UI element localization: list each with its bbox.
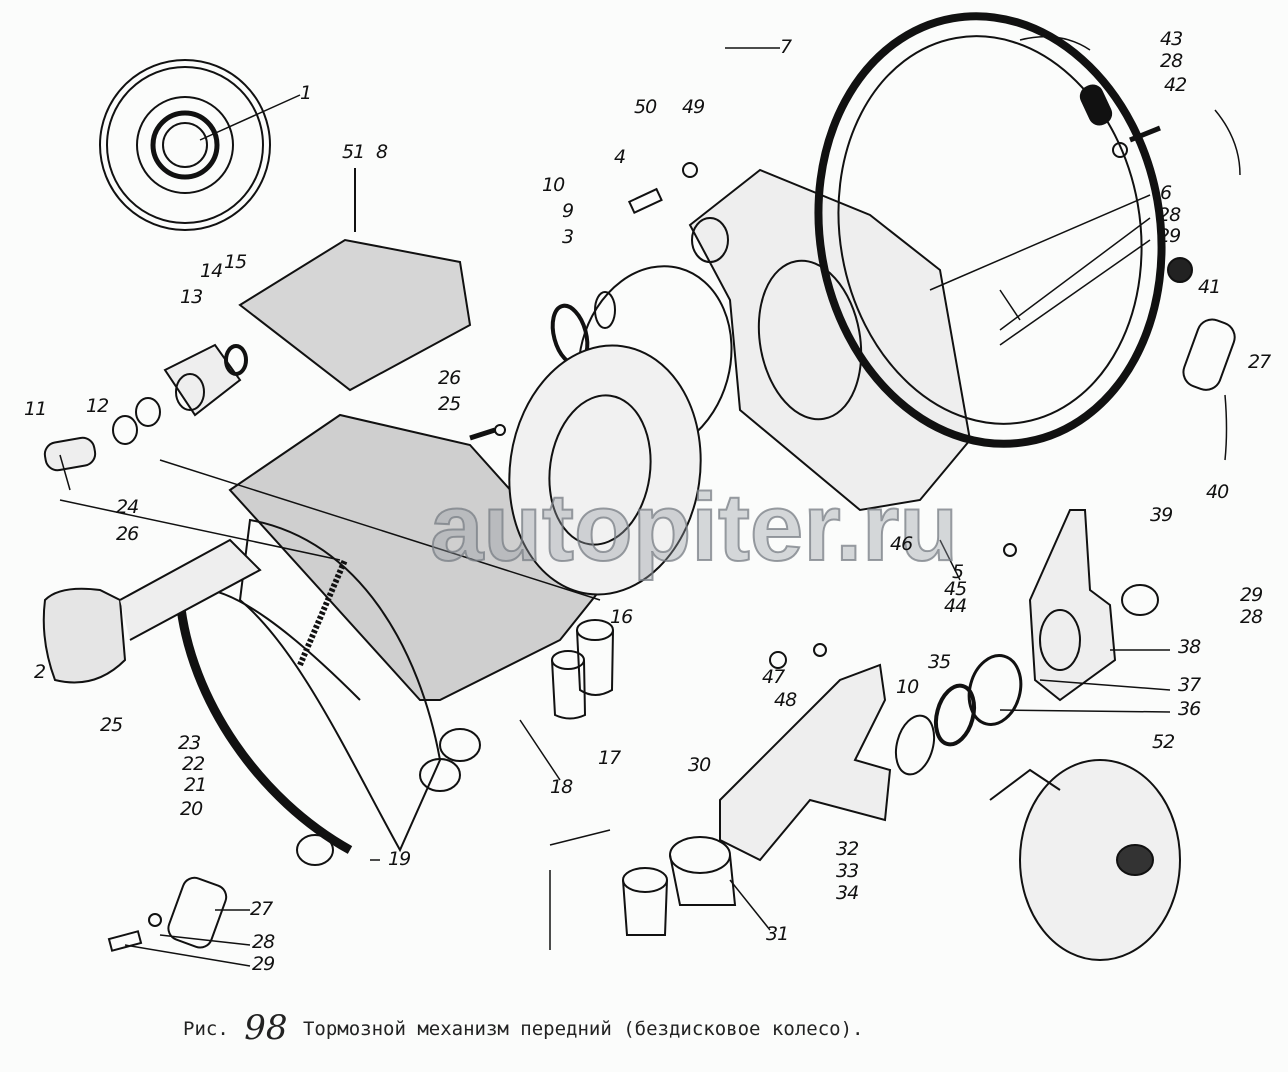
camshaft-part-2 — [42, 587, 127, 684]
callout-2: 2 — [34, 661, 46, 683]
callout-30: 30 — [688, 754, 711, 776]
callout-26: 26 — [438, 367, 461, 389]
callout-1: 1 — [300, 82, 312, 104]
callout-14: 14 — [200, 260, 223, 282]
callout-17: 17 — [598, 747, 621, 769]
callout-39: 39 — [1150, 504, 1173, 526]
callout-50: 50 — [634, 96, 657, 118]
callout-29: 29 — [252, 953, 275, 975]
callout-12: 12 — [86, 395, 109, 417]
callout-37: 37 — [1178, 674, 1201, 696]
callout-21: 21 — [184, 774, 207, 796]
callout-16: 16 — [610, 606, 633, 628]
callout-29: 29 — [1240, 584, 1263, 606]
callout-10: 10 — [896, 676, 919, 698]
figure-number: 98 — [244, 1008, 288, 1048]
callout-7: 7 — [780, 36, 792, 58]
callout-28: 28 — [1158, 204, 1181, 226]
callout-4: 4 — [614, 146, 626, 168]
callout-19: 19 — [388, 848, 411, 870]
callout-43: 43 — [1160, 28, 1183, 50]
brake-assembly-part-1 — [99, 59, 271, 231]
callout-11: 11 — [24, 398, 47, 420]
callout-49: 49 — [682, 96, 705, 118]
callout-33: 33 — [836, 860, 859, 882]
slack-adjuster-part-38 — [1028, 509, 1117, 702]
callout-24: 24 — [116, 496, 139, 518]
callout-6: 6 — [1160, 182, 1172, 204]
callout-51: 51 — [342, 141, 365, 163]
callout-25: 25 — [100, 714, 123, 736]
callout-41: 41 — [1198, 276, 1221, 298]
caption-title: Тормозной механизм передний (бездисковое… — [302, 1018, 864, 1040]
callout-8: 8 — [376, 141, 388, 163]
caption-prefix: Рис. — [183, 1018, 229, 1040]
backing-plate-part-7 — [814, 12, 1166, 448]
callout-13: 13 — [180, 286, 203, 308]
callout-18: 18 — [550, 776, 573, 798]
callout-36: 36 — [1178, 698, 1201, 720]
callout-47: 47 — [762, 666, 785, 688]
callout-5: 5 — [952, 561, 964, 583]
callout-20: 20 — [180, 798, 203, 820]
callout-28: 28 — [1160, 50, 1183, 72]
callout-38: 38 — [1178, 636, 1201, 658]
callout-52: 52 — [1152, 731, 1175, 753]
callout-44: 44 — [944, 595, 967, 617]
callout-29: 29 — [1158, 225, 1181, 247]
callout-23: 23 — [178, 732, 201, 754]
callout-3: 3 — [562, 226, 574, 248]
callout-35: 35 — [928, 651, 951, 673]
bracket-part-6 — [688, 168, 972, 512]
brake-lining-part-8 — [238, 238, 472, 392]
callout-15: 15 — [224, 251, 247, 273]
callout-22: 22 — [182, 753, 205, 775]
callout-28: 28 — [1240, 606, 1263, 628]
callout-42: 42 — [1164, 74, 1187, 96]
callout-34: 34 — [836, 882, 859, 904]
lever-part-30 — [719, 663, 892, 862]
callout-25: 25 — [438, 393, 461, 415]
callout-27: 27 — [250, 898, 273, 920]
callout-40: 40 — [1206, 481, 1229, 503]
callout-45: 45 — [944, 578, 967, 600]
figure-caption: Рис. 98 Тормозной механизм передний (без… — [183, 1008, 863, 1048]
callout-32: 32 — [836, 838, 859, 860]
brake-chamber-part-52 — [1019, 759, 1181, 961]
callout-46: 46 — [890, 533, 913, 555]
watermark: autopiter.ru — [429, 474, 959, 581]
callout-10: 10 — [542, 174, 565, 196]
callout-48: 48 — [774, 689, 797, 711]
callout-31: 31 — [766, 923, 789, 945]
brake-shoes-part-16-19 — [175, 413, 602, 866]
callout-26: 26 — [116, 523, 139, 545]
callout-9: 9 — [562, 200, 574, 222]
callout-27: 27 — [1248, 351, 1271, 373]
callout-28: 28 — [252, 931, 275, 953]
